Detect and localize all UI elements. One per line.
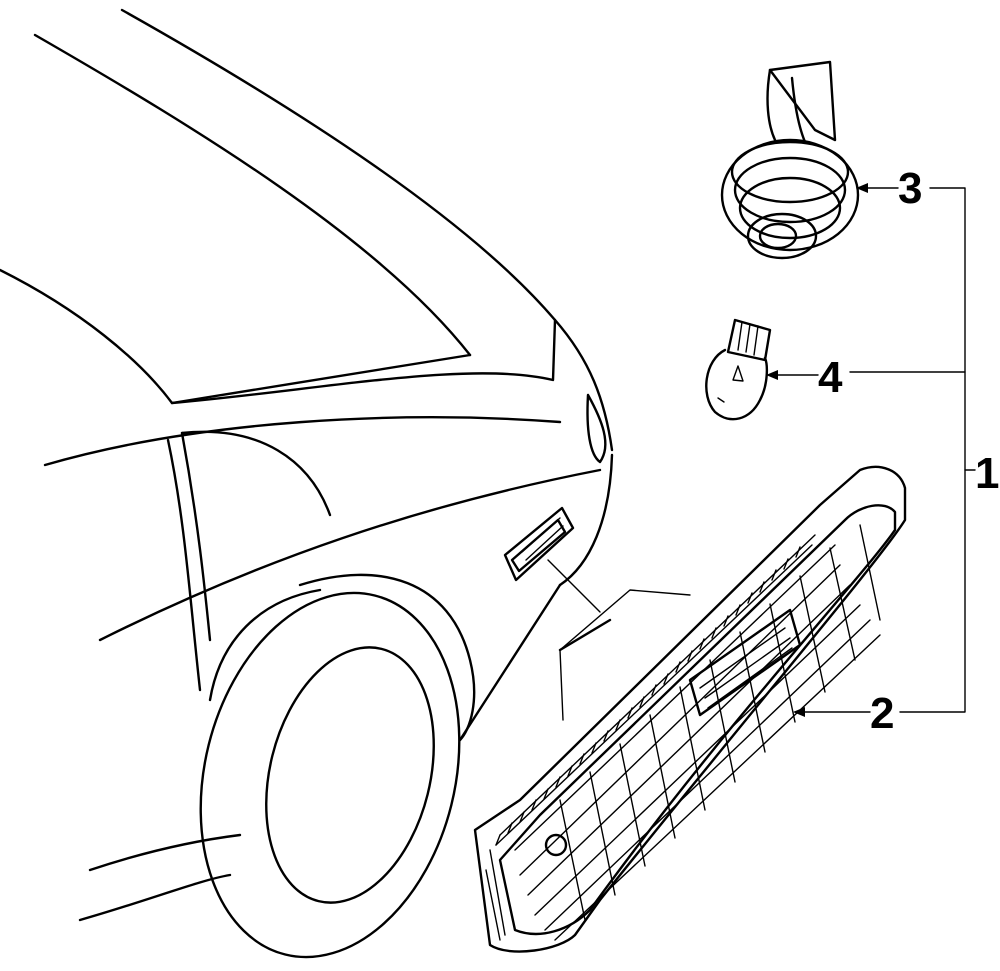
lamp-rim-ridges [485,546,801,941]
callout-bracket [849,187,976,713]
center-reflector [688,608,802,717]
callout-3-label: 3 [898,164,922,213]
wedge-bulb [705,318,772,421]
callout-1-label: 1 [975,449,999,498]
callout-1: 1 [975,449,999,498]
lens-grid [514,524,881,941]
mounting-hole [544,833,568,857]
callout-4-label: 4 [818,353,843,402]
callout-2-label: 2 [870,689,894,738]
side-marker-lamp [473,465,907,953]
callout-2: 2 [793,689,894,738]
callout-3: 3 [856,164,922,213]
marker-opening [503,506,575,582]
bulb-socket [720,60,860,260]
callout-4: 4 [766,353,843,402]
vehicle-body [0,8,691,959]
